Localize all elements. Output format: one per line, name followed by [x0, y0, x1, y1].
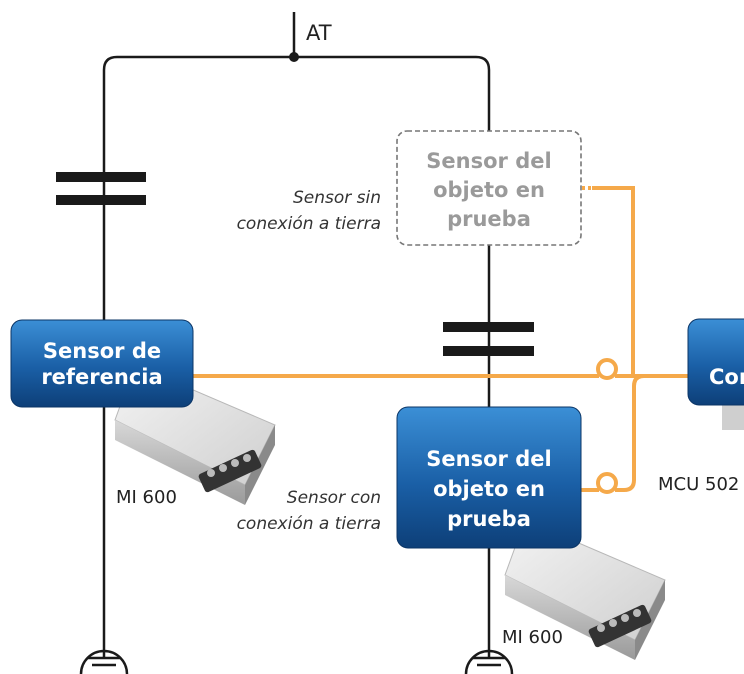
ground-symbol-icon [79, 649, 129, 674]
device-icon [722, 400, 744, 430]
ungrounded-sensor-box: Sensor del objeto en prueba [396, 130, 582, 246]
grounded-sensor-box: Sensor del objeto en prueba [396, 406, 582, 549]
grounded-sensor-line-3: prueba [447, 507, 531, 531]
capacitor-icon [443, 322, 534, 356]
junction-dot [289, 52, 299, 62]
capacitor-icon [56, 172, 146, 205]
grounded-caption-line-1: Sensor con [287, 488, 381, 508]
at-label: AT [306, 21, 332, 45]
grounded-caption-line-2: conexión a tierra [237, 514, 381, 534]
connector-ring-icon [596, 358, 618, 380]
controller-box: Con [687, 318, 744, 406]
ungrounded-caption-line-1: Sensor sin [293, 188, 381, 208]
ground-symbol-icon [464, 649, 514, 674]
ungrounded-sensor-line-2: objeto en [433, 178, 545, 202]
device-left-label: MI 600 [116, 487, 177, 508]
ungrounded-sensor-line-1: Sensor del [426, 149, 551, 173]
device-icon [504, 519, 666, 660]
device-right-label: MCU 502 [658, 474, 739, 495]
reference-sensor-line-2: referencia [41, 365, 162, 389]
device-mid-label: MI 600 [502, 627, 563, 648]
ungrounded-sensor-line-3: prueba [447, 207, 531, 231]
reference-sensor-box: Sensor de referencia [10, 319, 194, 408]
controller-label: Con [709, 365, 744, 389]
ungrounded-caption-line-2: conexión a tierra [237, 214, 381, 234]
reference-sensor-line-1: Sensor de [43, 339, 161, 363]
grounded-sensor-line-2: objeto en [433, 477, 545, 501]
connector-ring-icon [596, 472, 618, 494]
grounded-sensor-line-1: Sensor del [426, 447, 551, 471]
